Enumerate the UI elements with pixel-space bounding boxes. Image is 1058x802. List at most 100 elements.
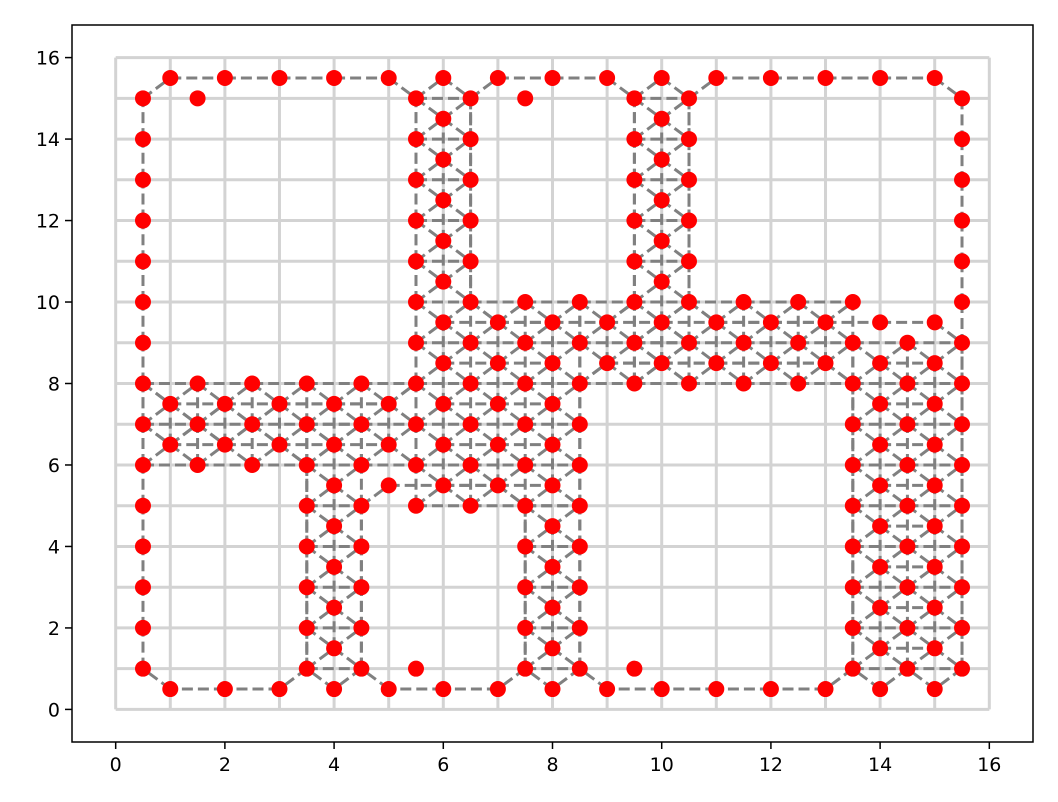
data-point <box>353 456 370 473</box>
data-point <box>435 192 452 209</box>
y-tick-label: 14 <box>36 129 60 151</box>
data-point <box>571 375 588 392</box>
data-point <box>599 355 616 372</box>
data-point <box>844 334 861 351</box>
data-point <box>326 558 343 575</box>
data-point <box>435 273 452 290</box>
data-point <box>435 355 452 372</box>
data-point <box>954 416 971 433</box>
data-point <box>298 456 315 473</box>
data-point <box>134 90 151 107</box>
data-point <box>872 355 889 372</box>
data-point <box>872 640 889 657</box>
y-tick-label: 4 <box>48 536 60 558</box>
data-point <box>954 253 971 270</box>
data-point <box>489 681 506 698</box>
data-point <box>189 456 206 473</box>
data-point <box>899 619 916 636</box>
data-point <box>571 294 588 311</box>
data-point <box>134 619 151 636</box>
data-point <box>489 355 506 372</box>
data-point <box>571 416 588 433</box>
data-point <box>844 660 861 677</box>
data-point <box>571 660 588 677</box>
data-point <box>489 436 506 453</box>
data-point <box>407 131 424 148</box>
data-point <box>571 538 588 555</box>
data-point <box>626 253 643 270</box>
data-point <box>681 212 698 229</box>
data-point <box>407 416 424 433</box>
data-point <box>926 681 943 698</box>
data-point <box>544 355 561 372</box>
data-point <box>762 681 779 698</box>
data-point <box>134 660 151 677</box>
data-point <box>544 395 561 412</box>
data-point <box>162 69 179 86</box>
data-point <box>298 660 315 677</box>
data-point <box>571 497 588 514</box>
data-point <box>517 90 534 107</box>
data-point <box>872 518 889 535</box>
data-point <box>872 436 889 453</box>
data-point <box>326 436 343 453</box>
data-point <box>134 253 151 270</box>
data-point <box>298 538 315 555</box>
data-point <box>544 558 561 575</box>
data-point <box>544 599 561 616</box>
data-point <box>407 375 424 392</box>
data-point <box>134 497 151 514</box>
data-point <box>380 69 397 86</box>
data-point <box>353 375 370 392</box>
data-point <box>844 619 861 636</box>
data-point <box>134 334 151 351</box>
data-point <box>790 294 807 311</box>
data-point <box>271 436 288 453</box>
data-point <box>134 294 151 311</box>
data-point <box>353 619 370 636</box>
data-point <box>326 477 343 494</box>
data-point <box>708 314 725 331</box>
data-point <box>954 579 971 596</box>
data-point <box>790 334 807 351</box>
data-point <box>708 681 725 698</box>
data-point <box>517 416 534 433</box>
data-point <box>517 375 534 392</box>
data-point <box>681 131 698 148</box>
x-tick-label: 8 <box>546 754 558 776</box>
data-point <box>735 375 752 392</box>
data-point <box>653 273 670 290</box>
data-point <box>899 416 916 433</box>
data-point <box>462 212 479 229</box>
data-point <box>653 151 670 168</box>
data-point <box>926 314 943 331</box>
data-point <box>844 375 861 392</box>
data-point <box>216 395 233 412</box>
data-point <box>817 681 834 698</box>
data-point <box>435 314 452 331</box>
data-point <box>681 294 698 311</box>
data-point <box>244 375 261 392</box>
data-point <box>489 395 506 412</box>
data-point <box>462 131 479 148</box>
data-point <box>626 375 643 392</box>
x-tick-label: 12 <box>759 754 783 776</box>
data-point <box>462 456 479 473</box>
data-point <box>162 681 179 698</box>
data-point <box>517 497 534 514</box>
data-point <box>353 416 370 433</box>
data-point <box>517 660 534 677</box>
data-point <box>954 456 971 473</box>
data-point <box>435 681 452 698</box>
data-point <box>735 294 752 311</box>
data-point <box>189 90 206 107</box>
x-tick-label: 16 <box>977 754 1001 776</box>
data-point <box>134 456 151 473</box>
data-point <box>517 334 534 351</box>
data-point <box>134 171 151 188</box>
data-point <box>380 395 397 412</box>
data-point <box>380 436 397 453</box>
data-point <box>134 212 151 229</box>
data-point <box>134 375 151 392</box>
data-point <box>244 456 261 473</box>
